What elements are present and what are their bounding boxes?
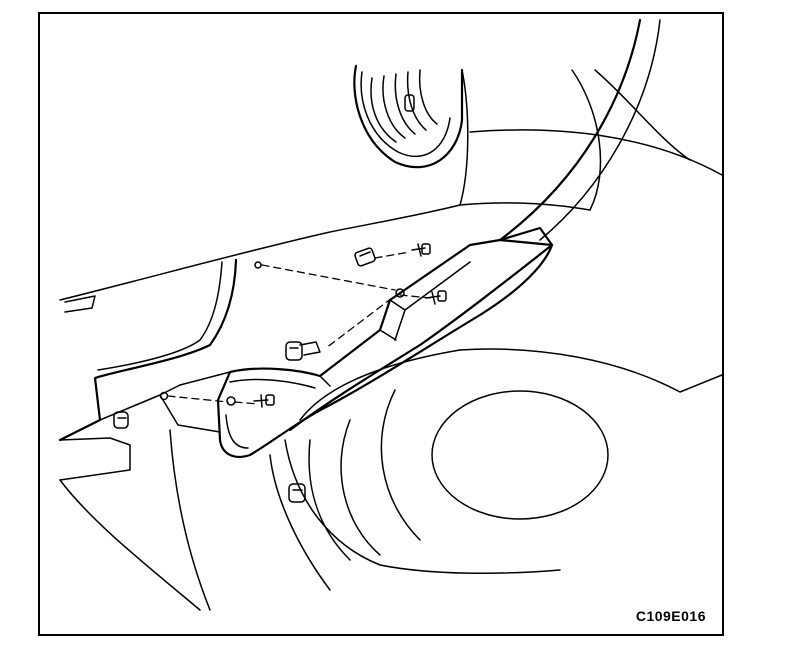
screw-middle	[425, 290, 447, 305]
air-vent	[353, 64, 464, 169]
mounting-holes	[159, 261, 405, 406]
figure-code: C109E016	[635, 608, 706, 624]
lower-body-contour	[59, 348, 723, 611]
clip-left	[113, 411, 129, 429]
dashboard-contour	[59, 69, 723, 301]
clip-upper	[354, 247, 376, 267]
trim-panel	[216, 238, 554, 458]
clip-middle	[285, 341, 321, 361]
installation-guides	[167, 251, 431, 405]
screw-upper	[411, 243, 431, 257]
clip-lower	[288, 483, 306, 503]
screw-lower	[253, 394, 275, 408]
pillar-molding	[288, 18, 661, 432]
